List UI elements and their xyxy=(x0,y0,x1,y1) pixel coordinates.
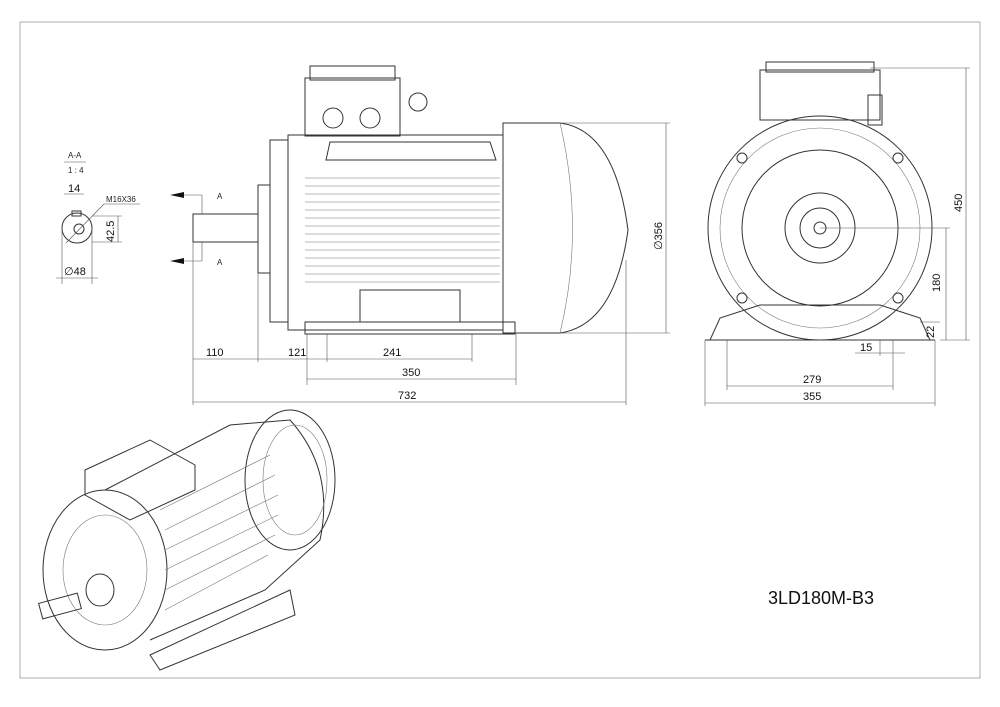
model-title: 3LD180M-B3 xyxy=(768,588,874,608)
section-marker-top: A xyxy=(217,192,223,201)
side-dimensions: 110 121 241 350 732 ∅356 xyxy=(192,122,670,405)
dim-350: 350 xyxy=(402,367,420,379)
dim-241: 241 xyxy=(383,347,401,359)
dim-body-diameter: ∅356 xyxy=(653,222,665,250)
front-dimensions: 450 180 22 15 279 355 xyxy=(704,67,970,406)
key-width-dim: 14 xyxy=(68,183,80,195)
dim-732: 732 xyxy=(398,390,416,402)
thread-label: M16X36 xyxy=(106,195,136,204)
key-height-dim: 42.5 xyxy=(105,221,117,242)
section-marker-bottom: A xyxy=(217,258,223,267)
shaft-section-detail: A-A 1 : 4 M16X36 14 42.5 ∅48 xyxy=(56,151,140,284)
side-view xyxy=(192,65,629,335)
dim-450: 450 xyxy=(953,194,965,212)
dim-121: 121 xyxy=(288,347,306,359)
section-scale: 1 : 4 xyxy=(68,166,84,175)
section-markers: A A xyxy=(170,192,223,267)
drawing-border xyxy=(19,21,981,679)
dim-279: 279 xyxy=(803,374,821,386)
dim-22: 22 xyxy=(925,326,937,338)
front-view xyxy=(705,61,935,341)
shaft-diameter-dim: ∅48 xyxy=(64,266,86,278)
dim-110: 110 xyxy=(206,347,224,359)
isometric-view xyxy=(37,409,336,671)
dim-180: 180 xyxy=(931,274,943,292)
section-label: A-A xyxy=(68,151,82,160)
dim-15: 15 xyxy=(860,342,872,354)
dim-355: 355 xyxy=(803,391,821,403)
